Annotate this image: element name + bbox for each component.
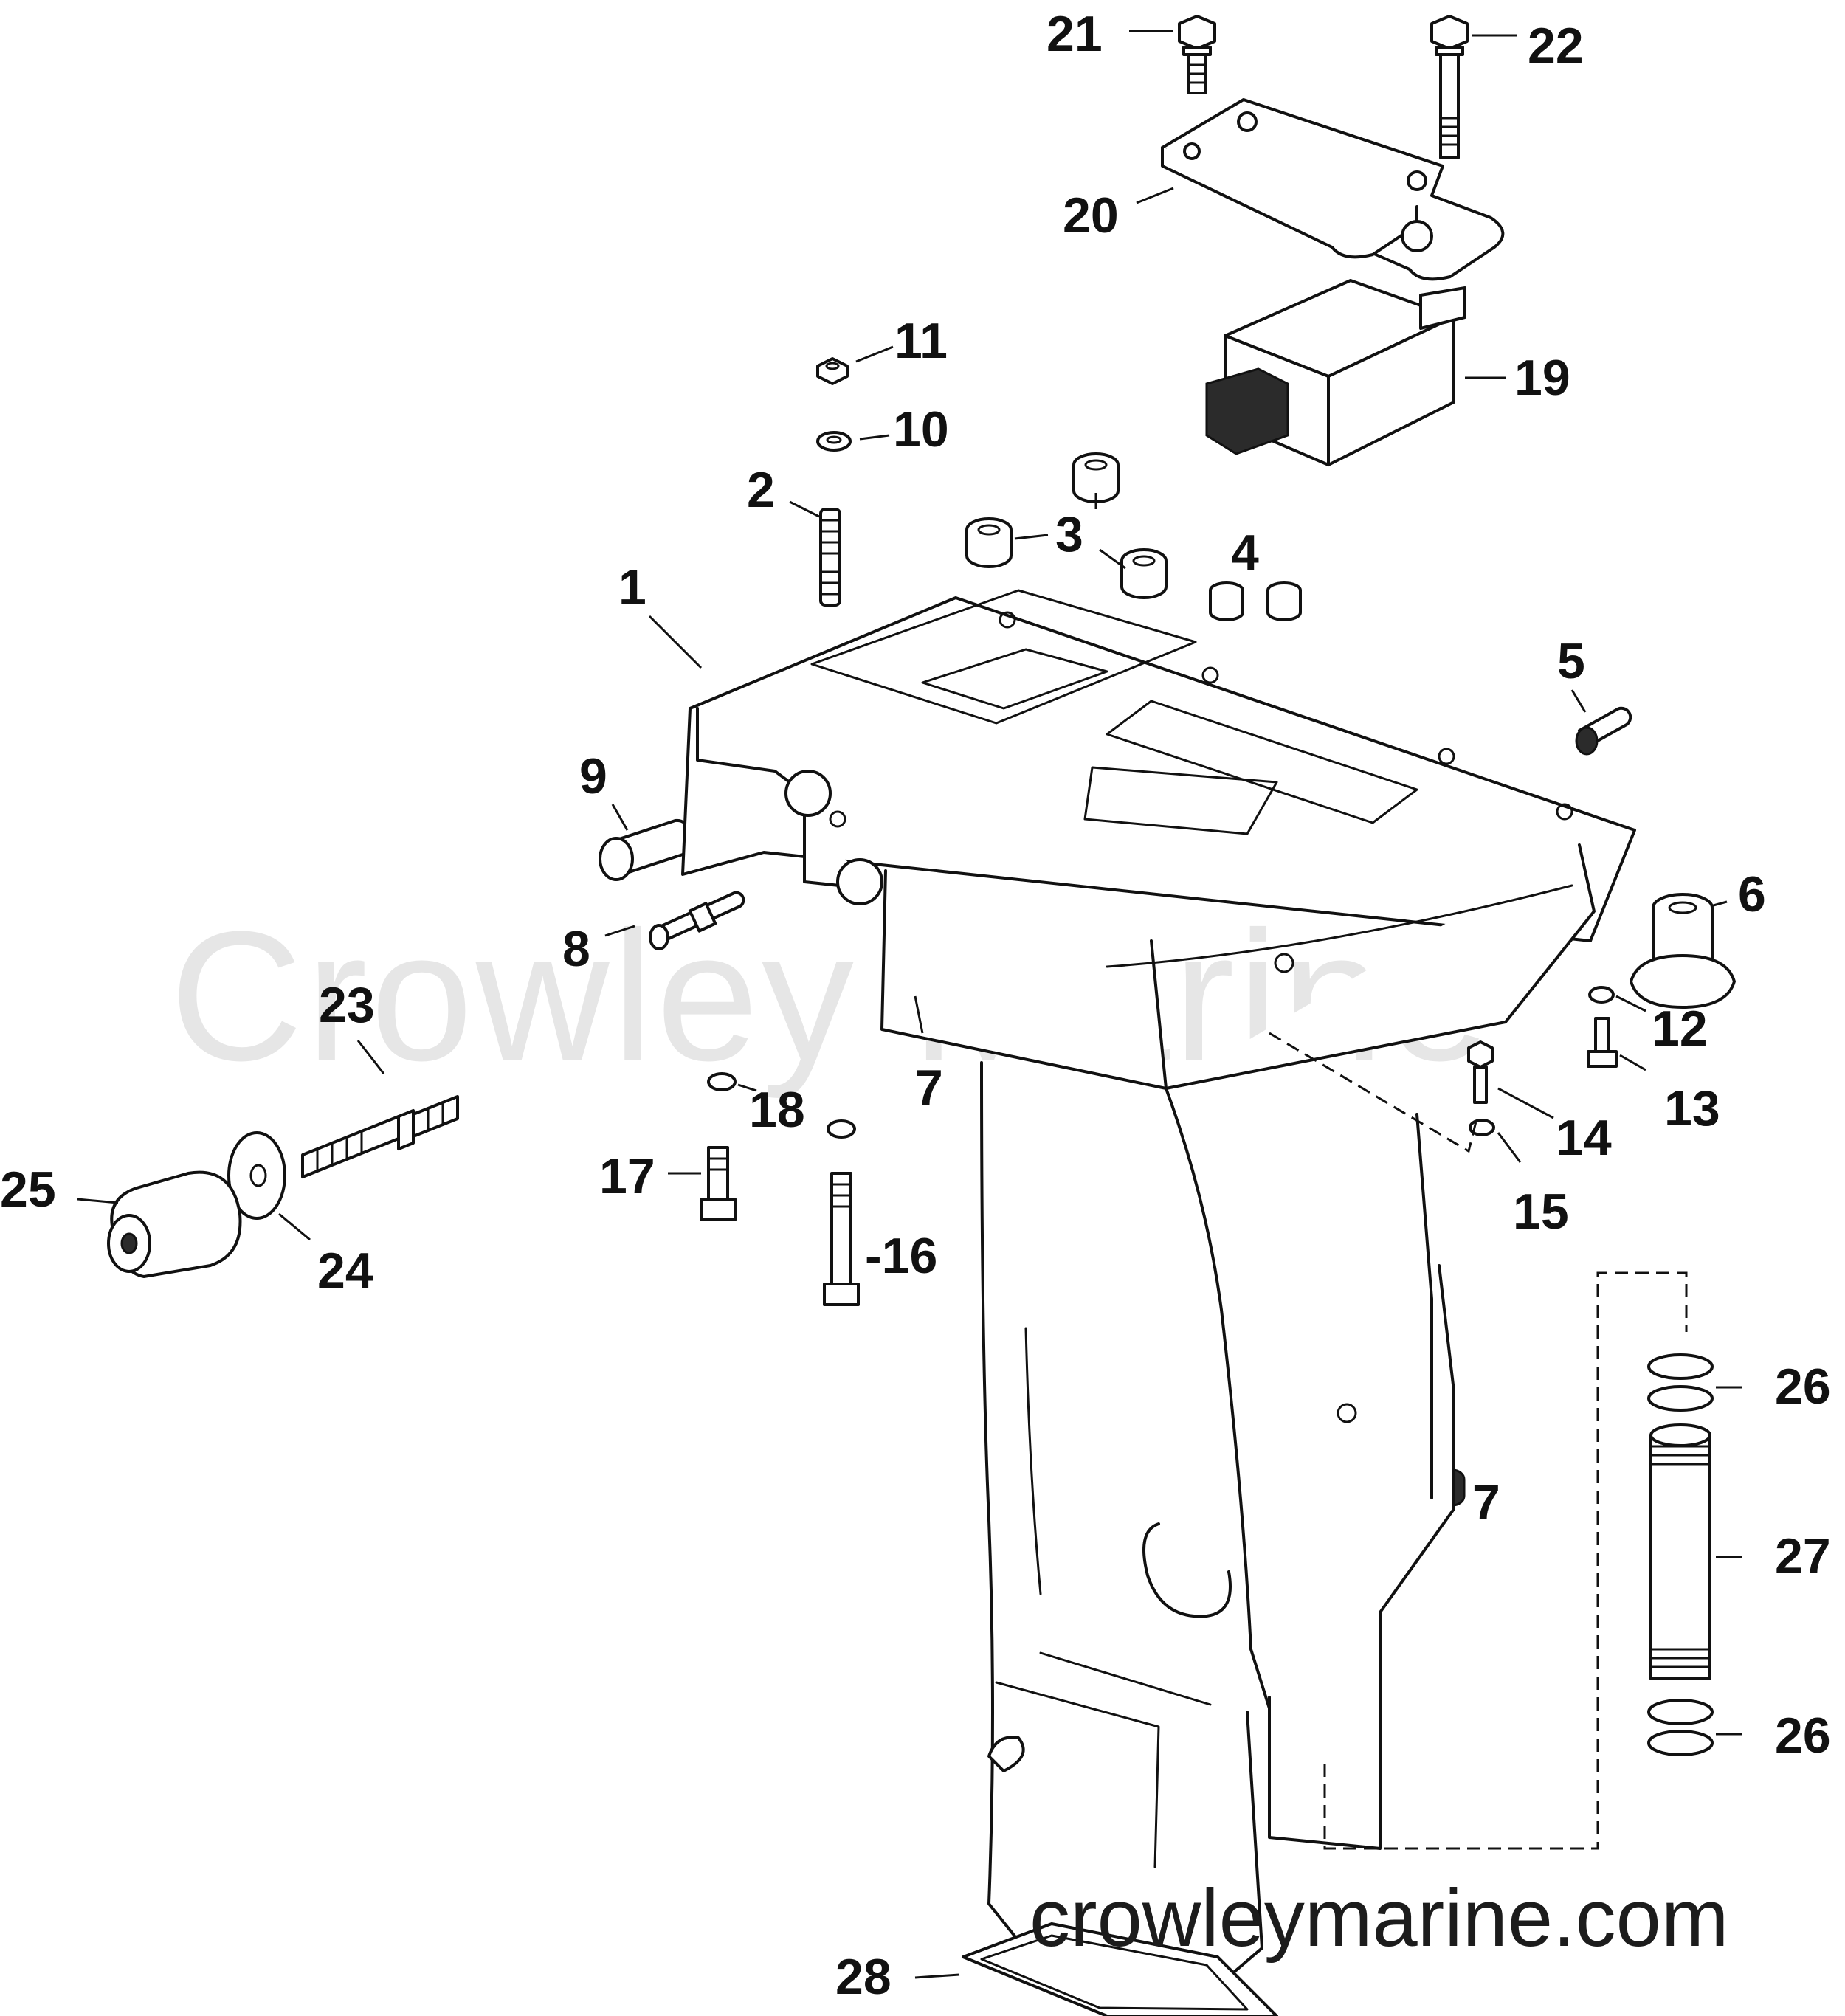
callout-10: 10 [893, 401, 949, 458]
part-22-bolt [1430, 15, 1469, 159]
part-13-bolt [1587, 1017, 1618, 1068]
callout-2: 2 [747, 462, 775, 518]
callout-16: -16 [865, 1228, 938, 1284]
callout-28: 28 [835, 1949, 892, 2005]
part-26-orings-upper [1647, 1353, 1714, 1412]
leader-lines [77, 30, 1742, 1979]
callout-1: 1 [618, 559, 646, 615]
part-2-stud [819, 508, 841, 607]
callout-21: 21 [1046, 6, 1103, 62]
callout-7-upper: 7 [915, 1060, 943, 1116]
part-20-bracket [1161, 98, 1505, 281]
callout-22: 22 [1528, 18, 1584, 74]
callout-5: 5 [1557, 633, 1585, 689]
callout-27: 27 [1775, 1528, 1831, 1584]
callout-20: 20 [1063, 187, 1119, 244]
part-10-washer [816, 431, 852, 452]
callout-25: 25 [0, 1161, 56, 1218]
part-3-grommets [965, 452, 1168, 599]
callout-15: 15 [1513, 1184, 1569, 1240]
part-14-bolt [1467, 1040, 1494, 1104]
part-8-fitting [649, 891, 745, 950]
callout-9: 9 [579, 748, 607, 804]
callout-12: 12 [1652, 1001, 1708, 1057]
callout-3: 3 [1055, 506, 1083, 562]
callout-13: 13 [1664, 1080, 1720, 1136]
callout-8: 8 [562, 921, 590, 977]
part-17-bolt [700, 1146, 737, 1221]
part-16-bolt [823, 1172, 860, 1306]
callout-23: 23 [319, 977, 375, 1033]
part-5-fitting [1575, 706, 1632, 756]
watermark-url: crowleymarine.com [1030, 1873, 1729, 1964]
part-19-module [1205, 279, 1466, 466]
dashed-leader-15 [1269, 1032, 1477, 1153]
part-27-tube [1649, 1423, 1711, 1680]
part-6-cap [1630, 893, 1736, 1009]
part-21-bolt [1178, 15, 1216, 94]
part-25-grommet [107, 1170, 242, 1278]
callout-11: 11 [894, 313, 948, 369]
part-11-nut [816, 357, 849, 385]
part-26-orings-lower [1647, 1699, 1714, 1756]
callout-6: 6 [1738, 866, 1766, 922]
dashed-group-bracket [1323, 1271, 1688, 1850]
callout-26-upper: 26 [1775, 1359, 1831, 1415]
callout-19: 19 [1514, 350, 1570, 406]
part-9-fitting [599, 818, 694, 881]
callout-4: 4 [1231, 525, 1259, 581]
callout-24: 24 [317, 1243, 373, 1299]
part-18-washer [707, 1072, 737, 1091]
callout-17: 17 [599, 1148, 655, 1204]
part-23-stud [301, 1095, 459, 1178]
callout-14: 14 [1556, 1110, 1612, 1166]
part-12-washer [1588, 986, 1615, 1004]
callout-26-lower: 26 [1775, 1708, 1831, 1764]
callout-7-lower: 7 [1472, 1474, 1500, 1530]
part-4-dowels [1209, 581, 1302, 621]
part-1-housing [681, 589, 1636, 1994]
part-28-gasket [962, 1922, 1278, 2016]
part-16-washer [827, 1119, 856, 1139]
part-24-washer [227, 1131, 286, 1220]
callout-18: 18 [749, 1082, 805, 1138]
